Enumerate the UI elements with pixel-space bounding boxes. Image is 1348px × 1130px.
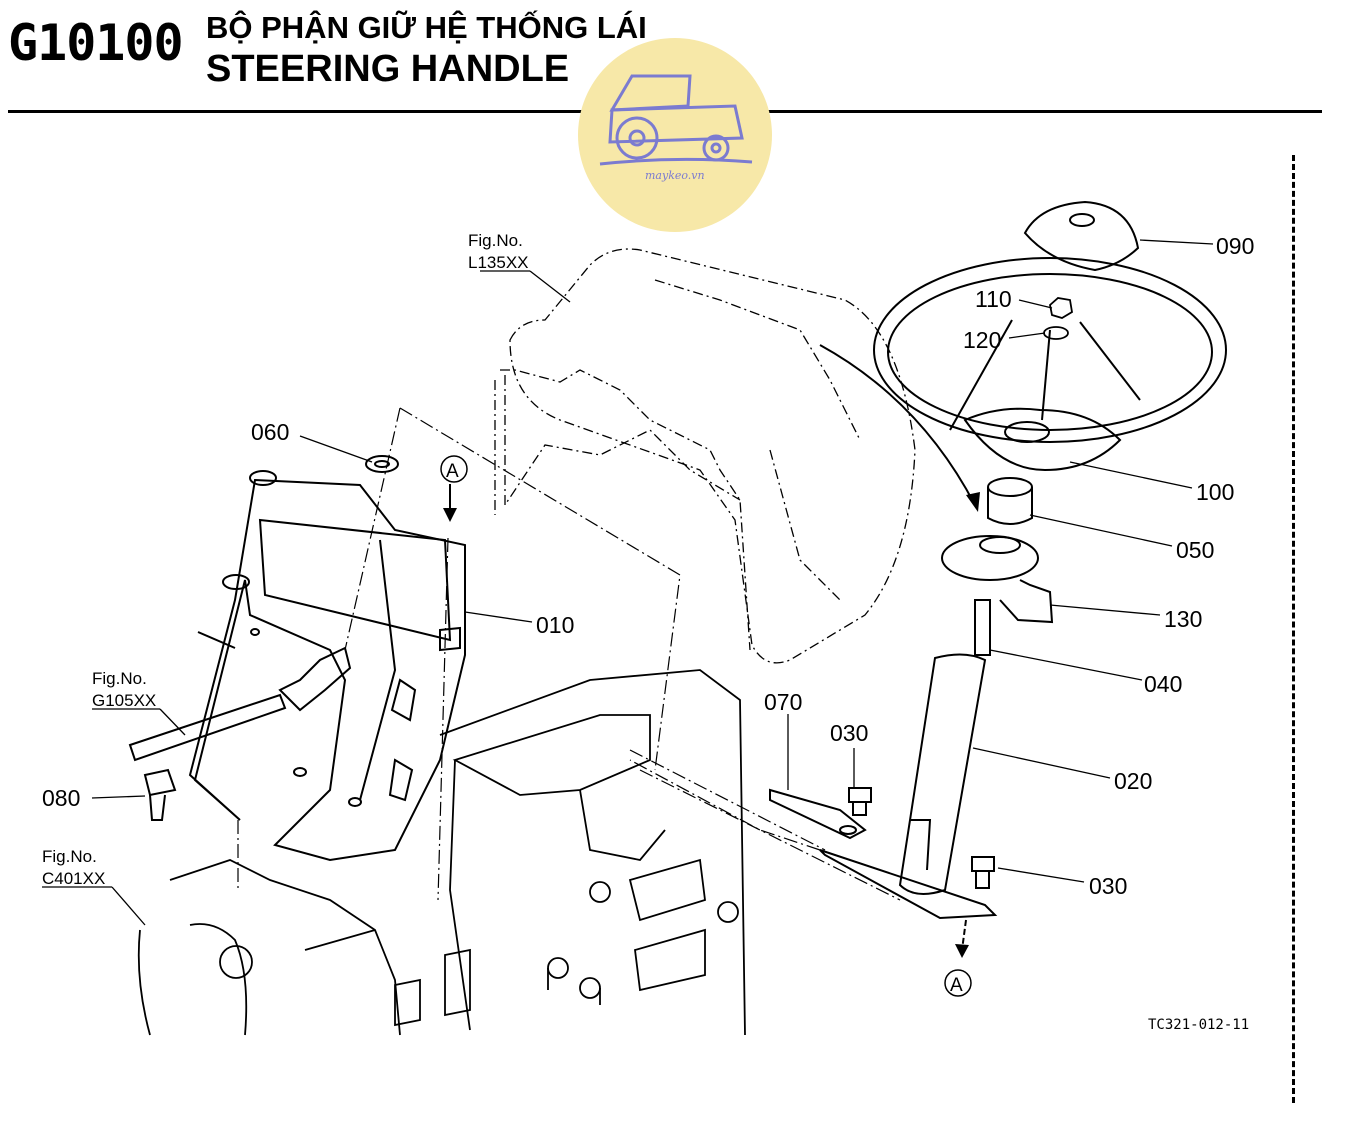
column-cover — [941, 535, 1054, 624]
steering-wheel — [873, 257, 1227, 472]
arrow-a-bottom — [955, 919, 969, 958]
bolt-080 — [143, 768, 177, 821]
bolt-030-upper — [848, 787, 872, 816]
cover-outline — [494, 248, 916, 664]
horn-cap — [1023, 200, 1140, 272]
part-label-020: 020 — [1114, 768, 1152, 794]
steering-column — [819, 599, 998, 920]
part-label-080: 080 — [42, 785, 80, 811]
marker-a-top-circle — [440, 455, 468, 483]
arrow-a-top — [443, 484, 457, 522]
section-code: G10100 — [8, 14, 184, 72]
bracket — [188, 470, 466, 862]
drawing-id: TC321-012-11 — [1148, 1017, 1249, 1033]
transmission-housing — [137, 669, 746, 1036]
plate-070 — [769, 788, 867, 840]
watermark-logo: maykeo.vn — [578, 38, 772, 232]
tractor-icon — [599, 74, 753, 166]
part-label-030-upper: 030 — [830, 720, 868, 746]
nut-washer — [1043, 297, 1073, 340]
cover-fig-label: Fig.No. — [468, 231, 523, 250]
bolt-030-lower — [971, 856, 995, 889]
title-english: STEERING HANDLE — [206, 48, 570, 90]
part-label-090: 090 — [1216, 233, 1254, 259]
cover-fig-code: L135XX — [468, 253, 529, 272]
washer-060 — [365, 455, 399, 473]
universal-joint-shaft — [128, 631, 352, 762]
part-label-040: 040 — [1144, 671, 1182, 697]
title-vietnamese: BỘ PHẬN GIỮ HỆ THỐNG LÁI — [206, 10, 647, 45]
marker-a-top: A — [446, 461, 459, 482]
marker-a-bottom: A — [950, 975, 963, 996]
part-label-110: 110 — [975, 286, 1012, 312]
housing-fig-code: C401XX — [42, 869, 105, 888]
marker-a-bottom-circle — [944, 969, 972, 997]
shaft-fig-label: Fig.No. — [92, 669, 147, 688]
part-label-120: 120 — [963, 327, 1001, 353]
alignment-lines — [237, 407, 901, 901]
part-label-130: 130 — [1164, 606, 1202, 632]
part-label-100: 100 — [1196, 479, 1234, 505]
part-label-010: 010 — [536, 612, 574, 638]
part-label-060: 060 — [251, 419, 289, 445]
part-label-030-lower: 030 — [1089, 873, 1127, 899]
part-label-070: 070 — [764, 689, 802, 715]
page-edge-dashed-line — [1292, 155, 1295, 1103]
part-label-050: 050 — [1176, 537, 1214, 563]
watermark-text: maykeo.vn — [645, 169, 705, 182]
cover-to-column-arrow — [819, 344, 980, 512]
bushing — [987, 477, 1033, 525]
housing-fig-label: Fig.No. — [42, 847, 97, 866]
leader-lines — [42, 239, 1214, 926]
shaft-fig-code: G105XX — [92, 691, 156, 710]
